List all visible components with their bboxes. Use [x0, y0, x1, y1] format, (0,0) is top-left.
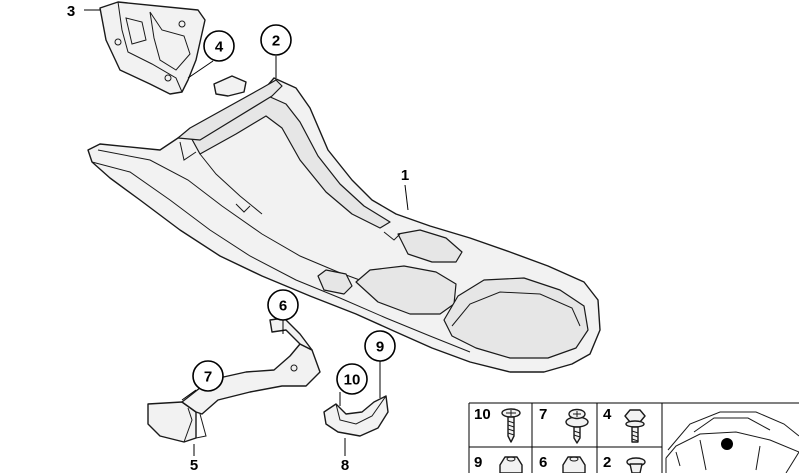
- part-8-bracket: [323, 395, 389, 437]
- callout-6: 6: [267, 289, 299, 321]
- screw-icon: [501, 408, 521, 443]
- car-locator-icon: [665, 411, 799, 473]
- bolt-icon: [624, 409, 646, 443]
- fastener-label: 6: [539, 454, 547, 471]
- screw-washer-icon: [565, 408, 589, 444]
- callout-label: 4: [215, 39, 224, 56]
- callout-3: 3: [67, 3, 75, 20]
- callout-5: 5: [190, 457, 198, 473]
- fastener-label: 9: [474, 454, 482, 471]
- part-5-bracket: [147, 317, 321, 443]
- nut-icon: [562, 456, 586, 473]
- callout-7: 7: [192, 360, 224, 392]
- callout-8: 8: [341, 457, 349, 473]
- callout-2: 2: [260, 24, 292, 56]
- part-3-bracket: [99, 1, 206, 95]
- fastener-label: 2: [603, 454, 611, 471]
- location-marker-icon: [721, 438, 733, 450]
- fastener-label: 10: [474, 406, 491, 423]
- nut-icon: [499, 456, 523, 473]
- fastener-label: 7: [539, 406, 547, 423]
- callout-4: 4: [203, 30, 235, 62]
- callout-1: 1: [401, 167, 409, 184]
- part-clip: [213, 75, 247, 97]
- part-1-center-console: [87, 77, 601, 373]
- fastener-table: 10 7 4 9 6 2: [468, 402, 799, 473]
- callout-label: 7: [204, 369, 212, 386]
- clip-icon: [626, 457, 646, 473]
- callout-9: 9: [364, 330, 396, 362]
- callout-label: 6: [279, 298, 287, 315]
- fastener-label: 4: [603, 406, 612, 423]
- callout-label: 9: [376, 339, 384, 356]
- leader-lines: [84, 9, 409, 456]
- callout-label: 10: [344, 372, 361, 389]
- callout-label: 2: [272, 33, 280, 50]
- callout-10: 10: [336, 363, 368, 395]
